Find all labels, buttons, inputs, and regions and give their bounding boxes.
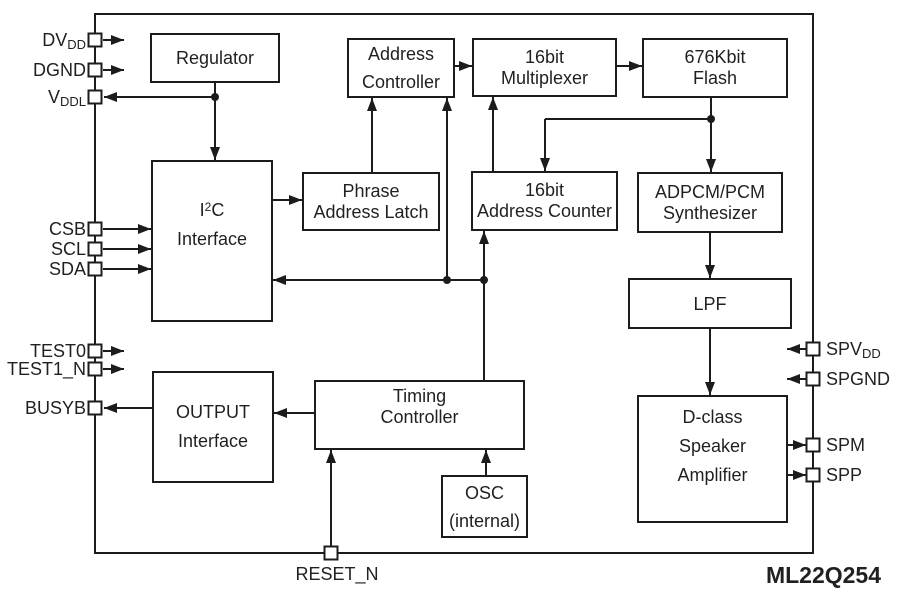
- pin-square-spm: [805, 437, 821, 453]
- pin-square-spp: [805, 467, 821, 483]
- junction-flash: [707, 115, 715, 123]
- pin-label-spvdd: SPVDD: [826, 339, 881, 361]
- pin-square-spgnd: [805, 371, 821, 387]
- block-timing-controller: Timing Controller: [314, 380, 525, 450]
- block-osc-internal: OSC (internal): [441, 475, 528, 538]
- pin-square-test0: [87, 343, 103, 359]
- block-phrase-address-latch: Phrase Address Latch: [302, 172, 440, 231]
- block-regulator: Regulator: [150, 33, 280, 83]
- chip-border: [94, 13, 814, 554]
- block-address-controller: Address Controller: [347, 38, 455, 98]
- pin-label-dvdd: DVDD: [42, 30, 86, 52]
- pin-square-resetn: [323, 545, 339, 561]
- block-dclass-speaker-amplifier: D-class Speaker Amplifier: [637, 395, 788, 523]
- pin-label-spgnd: SPGND: [826, 369, 891, 389]
- pin-square-scl: [87, 241, 103, 257]
- pin-square-spvdd: [805, 341, 821, 357]
- pin-label-busyb: BUSYB: [24, 398, 86, 418]
- block-output-interface: OUTPUT Interface: [152, 371, 274, 483]
- pin-square-dgnd: [87, 62, 103, 78]
- junction-dots: [211, 93, 715, 284]
- block-676kbit-flash: 676Kbit Flash: [642, 38, 788, 98]
- block-adpcm-pcm-synthesizer: ADPCM/PCM Synthesizer: [637, 172, 783, 233]
- pin-squares: [87, 32, 821, 561]
- block-16bit-address-counter: 16bit Address Counter: [471, 171, 618, 231]
- pin-square-csb: [87, 221, 103, 237]
- junction-bus-1: [443, 276, 451, 284]
- pin-label-dgnd: DGND: [33, 60, 86, 80]
- pin-label-vddl: VDDL: [47, 87, 86, 109]
- pin-square-dvdd: [87, 32, 103, 48]
- pin-label-test0: TEST0: [29, 341, 86, 361]
- block-i2c-interface: I2C Interface: [151, 160, 273, 322]
- pin-label-reset-n: RESET_N: [295, 564, 379, 584]
- wires: [103, 35, 806, 547]
- pin-square-sda: [87, 261, 103, 277]
- pin-label-spm: SPM: [826, 435, 866, 455]
- pin-square-test1n: [87, 361, 103, 377]
- junction-regulator: [211, 93, 219, 101]
- i2c-label-line1: I2C: [199, 200, 225, 220]
- pin-label-csb: CSB: [48, 219, 86, 239]
- pin-square-vddl: [87, 89, 103, 105]
- pin-label-spp: SPP: [826, 465, 863, 485]
- pin-label-test1-n: TEST1_N: [6, 359, 86, 379]
- part-number-label: ML22Q254: [765, 562, 881, 588]
- block-lpf: LPF: [628, 278, 792, 329]
- pin-label-sda: SDA: [48, 259, 86, 279]
- pin-label-scl: SCL: [50, 239, 86, 259]
- junction-bus-2: [480, 276, 488, 284]
- block-16bit-multiplexer: 16bit Multiplexer: [472, 38, 617, 97]
- pin-square-busyb: [87, 400, 103, 416]
